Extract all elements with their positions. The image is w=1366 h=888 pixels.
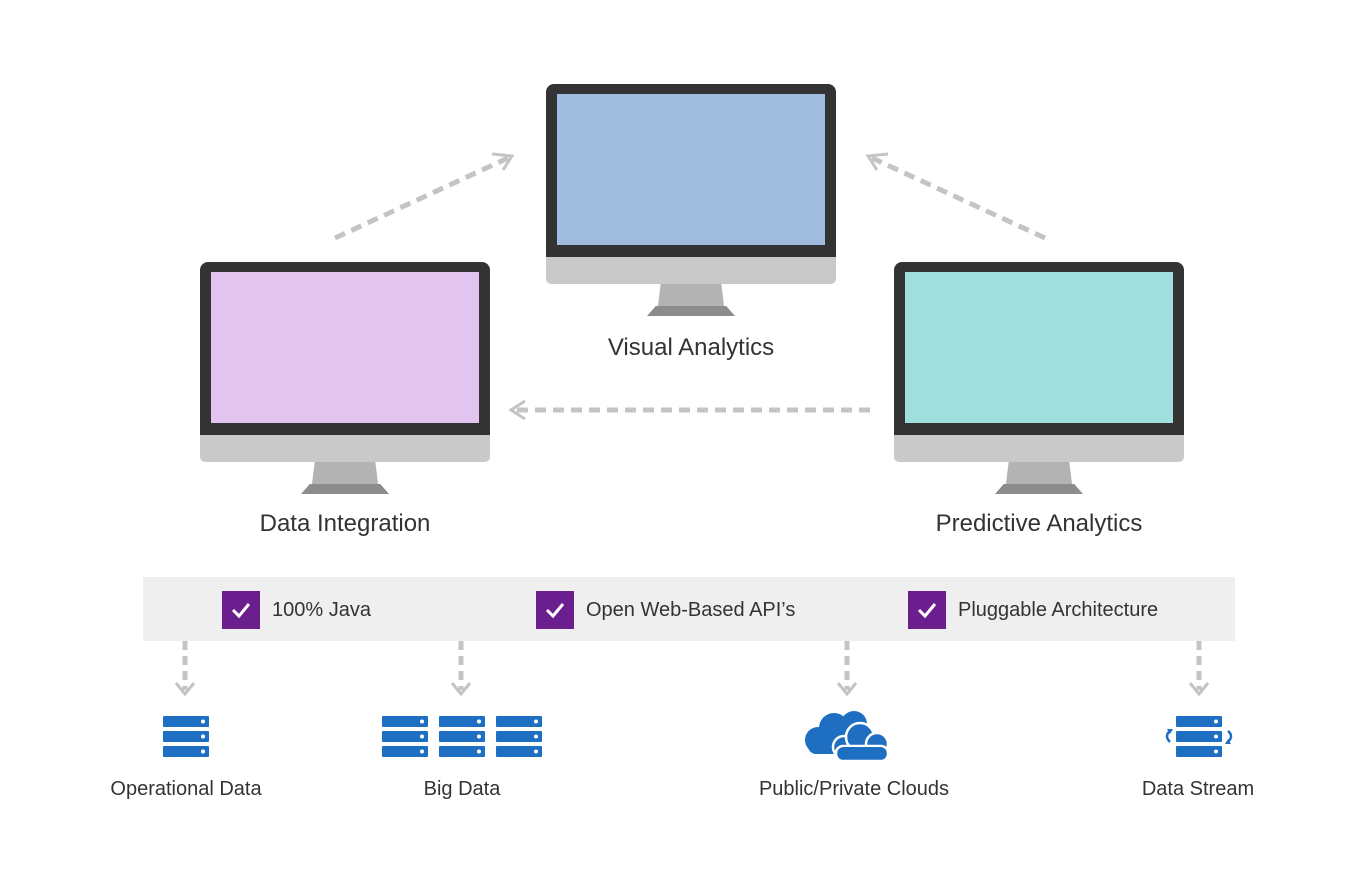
monitor-stand [658, 284, 724, 306]
label-predictive-analytics: Predictive Analytics [935, 510, 1143, 537]
label-data-integration: Data Integration [259, 510, 431, 537]
monitor-screen [211, 272, 479, 423]
server-stacks-icon [382, 716, 542, 757]
source-label-operational: Operational Data [110, 778, 262, 800]
checkmark-icon [536, 591, 574, 629]
feature-java: 100% Java [222, 591, 371, 629]
monitor-chin [894, 435, 1184, 462]
monitor-screen [905, 272, 1173, 423]
monitor-bezel [200, 262, 490, 435]
arrow-predictive-to-visual [870, 155, 1047, 241]
monitor-base [647, 306, 735, 316]
checkmark-icon [908, 591, 946, 629]
feature-web-api: Open Web-Based API’s [536, 591, 795, 629]
server-sync-icon [1165, 716, 1233, 757]
monitor-stand [1006, 462, 1072, 484]
feature-band [143, 577, 1235, 641]
monitor-bezel [546, 84, 836, 257]
feature-pluggable: Pluggable Architecture [908, 591, 1158, 629]
feature-label: Open Web-Based API’s [586, 598, 796, 621]
label-visual-analytics: Visual Analytics [607, 334, 775, 361]
monitor-screen [557, 94, 825, 245]
monitor-stand [312, 462, 378, 484]
feature-label: 100% Java [272, 598, 371, 621]
monitor-base [995, 484, 1083, 494]
arrow-integration-to-visual [333, 155, 510, 241]
monitor-chin [546, 257, 836, 284]
server-stack-icon [163, 716, 209, 757]
monitor-base [301, 484, 389, 494]
checkmark-icon [222, 591, 260, 629]
feature-label: Pluggable Architecture [958, 598, 1159, 621]
monitor-bezel [894, 262, 1184, 435]
source-label-bigdata: Big Data [423, 778, 501, 800]
source-label-clouds: Public/Private Clouds [758, 778, 950, 800]
monitor-chin [200, 435, 490, 462]
source-label-stream: Data Stream [1141, 778, 1255, 800]
cloud-icon [805, 711, 890, 762]
